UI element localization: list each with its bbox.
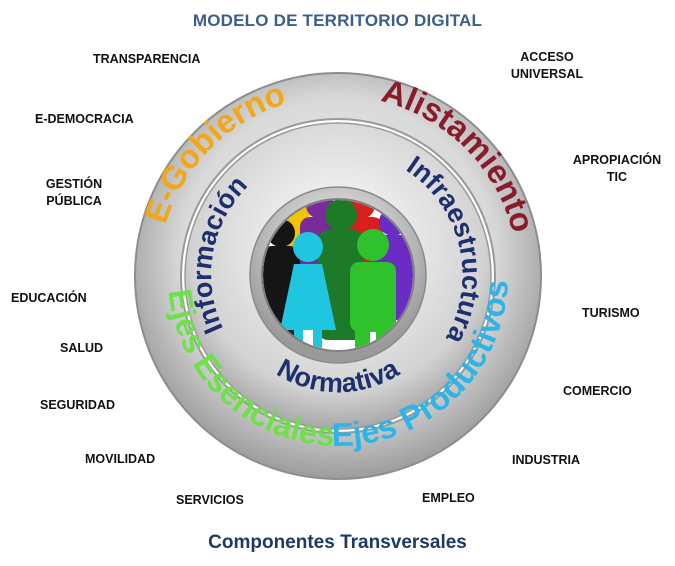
label-industria: INDUSTRIA (512, 453, 581, 467)
diagram-caption: Componentes Transversales (208, 532, 467, 553)
label-comercio: COMERCIO (563, 384, 632, 398)
label-gestion-publica-line1: GESTIÓN (45, 177, 103, 191)
label-acceso-line1: ACCESO (520, 50, 574, 64)
label-transparencia: TRANSPARENCIA (93, 52, 201, 66)
label-servicios: SERVICIOS (176, 493, 244, 507)
label-acceso-line2: UNIVERSAL (510, 67, 584, 81)
label-salud: SALUD (60, 341, 104, 355)
label-seguridad: SEGURIDAD (40, 398, 116, 412)
label-empleo: EMPLEO (422, 491, 475, 505)
label-apropiacion-line2: TIC (606, 170, 628, 184)
people-illustration (263, 200, 413, 350)
label-gestion-publica-line2: PÚBLICA (46, 194, 102, 208)
label-apropiacion-tic: APROPIACIÓN TIC (567, 152, 667, 186)
person-cyan-woman (280, 232, 336, 350)
label-acceso-universal: ACCESO UNIVERSAL (502, 49, 592, 83)
label-e-democracia: E-DEMOCRACIA (35, 112, 134, 126)
label-gestion-publica: GESTIÓN PÚBLICA (38, 176, 110, 210)
label-apropiacion-line1: APROPIACIÓN (572, 153, 662, 167)
label-educacion: EDUCACIÓN (11, 291, 87, 305)
diagram-title: MODELO DE TERRITORIO DIGITAL (192, 11, 483, 30)
label-movilidad: MOVILIDAD (85, 452, 156, 466)
label-turismo: TURISMO (582, 306, 640, 320)
